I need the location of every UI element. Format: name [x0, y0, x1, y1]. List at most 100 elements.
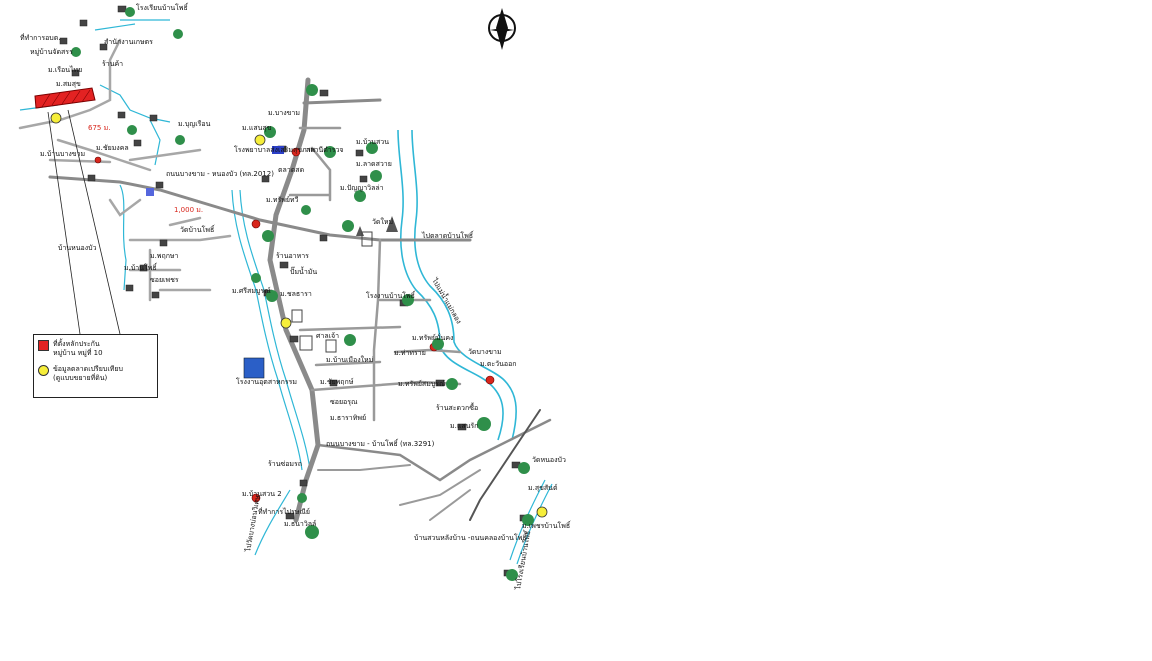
poi-red-markers	[94, 147, 495, 503]
legend-leader-1	[47, 111, 81, 335]
place-label: ม.เรือนไทย	[48, 65, 82, 74]
place-label: ม.บ้านสวน 2	[242, 490, 282, 498]
road-central-loop	[298, 238, 462, 422]
temple-icon	[356, 226, 364, 236]
collateral-site-plot	[34, 87, 96, 109]
comparable-markers	[50, 112, 548, 518]
place-label: ม.บางขาม	[268, 109, 300, 117]
place-label: ร้านค้า	[102, 60, 123, 68]
place-label: โรงงานอุตสาหกรรม	[236, 377, 297, 386]
place-label: ม.ทรัพย์มั่นคง	[412, 333, 453, 342]
place-label: ม.บ้านเมืองใหม่	[326, 355, 373, 364]
place-label: ม.แสนสุข	[242, 124, 272, 132]
place-label: วัดบ้านโพธิ์	[180, 224, 216, 234]
place-label: ม.ท่าทราย	[394, 349, 426, 357]
place-label: บ้านหนองบัว	[58, 244, 97, 252]
place-label: ม.ชลธารา	[280, 290, 312, 298]
place-label: โรงเรียนบ้านโพธิ์	[136, 2, 189, 12]
road-3291	[316, 418, 552, 482]
place-label: ปั๊มน้ำมัน	[290, 265, 317, 276]
comparable-marker	[280, 317, 292, 329]
place-label: ร้านสะดวกซื้อ	[436, 401, 478, 412]
place-label: ที่ทำการไปรษณีย์	[258, 507, 310, 516]
place-label: วัดใหม่	[372, 217, 393, 226]
legend-site-swatch	[38, 340, 49, 351]
place-label: ม.ธนาวิลล์	[284, 520, 316, 528]
place-label: ม.สุขสันต์	[528, 484, 558, 492]
place-label: ม.ธาราทิพย์	[330, 414, 366, 422]
special-buildings	[146, 146, 398, 379]
legend-comparable-detail: (ดูแบบขยายที่ดิน)	[53, 374, 108, 382]
place-label: ม.ปัญญาวิลล่า	[340, 184, 384, 192]
map-legend: ที่ตั้งหลักประกัน หมู่บ้าน หมู่ที่ 10 ข้…	[33, 334, 158, 398]
place-label: สำนักงานเกษตร	[104, 38, 153, 46]
place-label: โรงงานบ้านโพธิ์	[366, 290, 416, 300]
place-label: ม.บ้านสวน	[356, 138, 389, 146]
place-label: โรงพยาบาลส่งเสริมสุขภาพ	[234, 145, 316, 154]
place-label: ม.ศรีสมบูรณ์	[232, 287, 271, 295]
place-label: ม.ชัยมงคล	[96, 144, 129, 152]
hospital-building	[243, 357, 265, 379]
comparable-marker	[50, 112, 62, 124]
place-label: วัดหนองบัว	[532, 456, 566, 464]
distance-label-2: 1,000 ม.	[174, 206, 203, 214]
place-label: ศาลเจ้า	[316, 332, 339, 340]
place-label: ม.ตะวันออก	[480, 360, 517, 368]
place-label: ซอยเพชร	[150, 276, 179, 284]
road-2012-west	[48, 175, 472, 242]
place-label: ม.พฤกษา	[150, 252, 179, 260]
main-river	[397, 129, 504, 441]
canal-west-bank	[239, 189, 311, 471]
place-label: ม.ทรัพย์สมบูรณ์	[398, 380, 446, 388]
legend-site-row: ที่ตั้งหลักประกัน หมู่บ้าน หมู่ที่ 10	[38, 340, 103, 358]
school-building	[146, 188, 154, 196]
comparable-marker	[254, 134, 266, 146]
place-label: ม.บ้านโพธิ์	[124, 262, 158, 272]
place-label: ม.ชัยพฤกษ์	[320, 378, 354, 386]
place-label: ม.ทรัพย์ทวี	[266, 196, 299, 204]
place-label: ซอยอรุณ	[330, 398, 358, 406]
place-label: ร้านซ่อมรถ	[268, 460, 302, 468]
compass-label: N	[499, 32, 504, 40]
place-label: ม.ลาดสวาย	[356, 160, 392, 168]
canal-west	[231, 189, 303, 471]
road-label-3291: ถนนบางขาม - บ้านโพธิ์ (ทล.3291)	[326, 438, 435, 448]
government-office-building	[272, 146, 284, 154]
main-river-bank	[411, 129, 517, 441]
road-south-east	[317, 464, 481, 521]
place-label: ร้านอาหาร	[276, 252, 309, 260]
poi-marker	[251, 493, 261, 503]
poi-marker	[485, 375, 495, 385]
place-label: ม.บุญเรือน	[178, 120, 211, 128]
place-label: หมู่บ้านจัดสรร	[30, 48, 73, 56]
place-label: ตลาดสด	[278, 166, 304, 174]
place-label: บ้านสวนหลังบ้าน -ถนนคลองบ้านโพธิ์	[414, 532, 528, 542]
legend-site-label: ที่ตั้งหลักประกัน	[53, 340, 100, 348]
place-label: วัดบางขาม	[468, 348, 502, 356]
place-label: ม.เพชรบ้านโพธิ์	[522, 520, 572, 530]
place-label: ม.สมสุข	[56, 80, 81, 88]
canal-lower-left	[254, 489, 291, 556]
distance-label-1: 675 ม.	[88, 124, 110, 132]
north-arrow-icon: N	[488, 8, 516, 50]
place-labels: โรงเรียนบ้านโพธิ์ ที่ทำการอบต. หมู่บ้านจ…	[20, 2, 572, 542]
road-label-2012: ถนนบางขาม - หนองบัว (ทล.2012)	[166, 170, 274, 178]
site-hatch	[41, 89, 91, 108]
road-north-branch	[288, 126, 342, 202]
place-label: สถานีตำรวจ	[306, 146, 344, 154]
bridge-icon	[291, 231, 373, 353]
tree-symbols	[71, 7, 534, 581]
poi-marker	[251, 219, 261, 229]
legend-comparable-row: ข้อมูลตลาดเปรียบเทียบ (ดูแบบขยายที่ดิน)	[38, 365, 123, 383]
poi-marker	[291, 147, 301, 157]
poi-marker	[94, 156, 102, 164]
canal-top-left	[19, 19, 171, 291]
legend-leader-2	[67, 109, 121, 335]
road-north-east	[302, 98, 382, 105]
legend-comparable-label: ข้อมูลตลาดเปรียบเทียบ	[53, 365, 123, 373]
railway	[469, 409, 541, 521]
temple-icon	[386, 216, 398, 232]
comparable-marker	[536, 506, 548, 518]
place-label: ม.บ้านบางขาม	[40, 150, 85, 158]
